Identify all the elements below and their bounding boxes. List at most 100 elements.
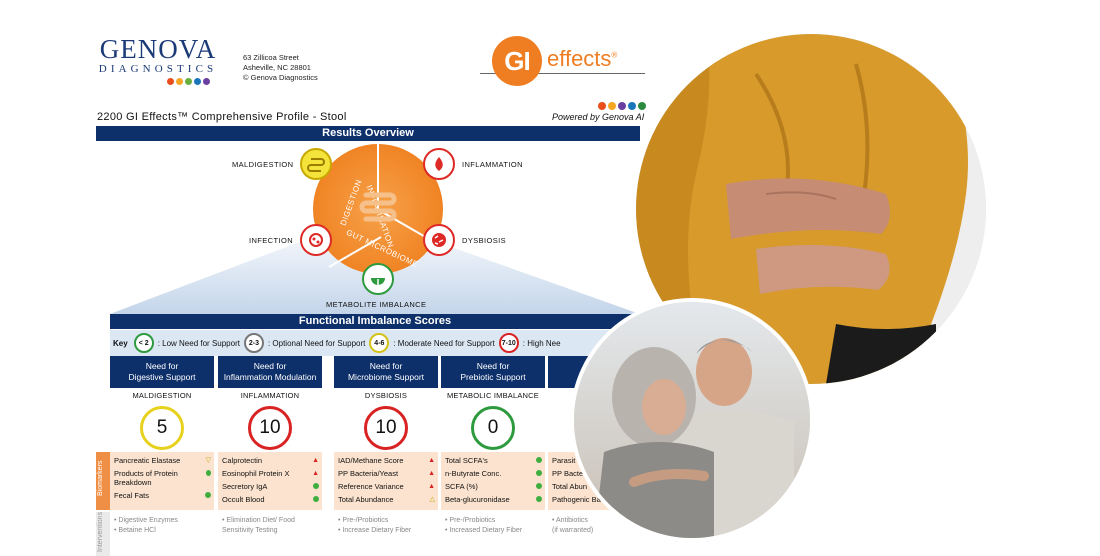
logo-sub-text: DIAGNOSTICS: [98, 63, 218, 75]
biomarker-name: Pancreatic Elastase: [114, 456, 181, 465]
key-ring-optional: 2-3: [243, 333, 264, 353]
powered-by: Powered by Genova AI: [552, 112, 645, 122]
interventions-side-tab: Interventions: [96, 512, 110, 556]
key-ring-high: 7-10: [498, 333, 519, 353]
flag-icon: ▲: [428, 457, 435, 464]
normal-dot-icon: [536, 496, 542, 502]
biomarker-name: Total Abun: [552, 482, 588, 491]
biomarker-name: PP Bacteria/Yeast: [338, 469, 399, 478]
inflammation-icon: [423, 148, 455, 180]
address-line: © Genova Diagnostics: [243, 73, 318, 82]
dysbiosis-icon: [423, 224, 455, 256]
column-header-line1: Need for: [145, 361, 179, 371]
photo-senior-couple: [574, 302, 810, 538]
normal-dot-icon: [205, 470, 211, 476]
flag-icon: ▲: [428, 470, 435, 477]
logo-rule: [480, 73, 645, 74]
wheel-divider: [377, 144, 379, 209]
intervention-item: • Elimination Diet/ Food: [222, 517, 295, 524]
intervention-item: • Antibiotics: [552, 517, 588, 524]
biomarker-name: Products of Protein Breakdown: [114, 469, 178, 487]
biomarker-row: Eosinophil Protein X▲: [222, 469, 319, 478]
color-dot: [175, 78, 183, 85]
address-line: Asheville, NC 28801: [243, 63, 311, 72]
normal-dot-icon: [313, 496, 319, 502]
profile-title: 2200 GI Effects™ Comprehensive Profile -…: [97, 111, 347, 123]
biomarker-name: PP Bacte: [552, 469, 584, 478]
score-key: Key < 2 : Low Need for Support 2-3 : Opt…: [110, 330, 640, 356]
color-dot: [608, 102, 616, 110]
column-header-line2: Digestive Support: [128, 372, 196, 382]
color-dot: [638, 102, 646, 110]
biomarker-row: n-Butyrate Conc.: [445, 469, 542, 478]
score-column: Need for Inflammation Modulation INFLAMM…: [218, 356, 322, 556]
gi-effects-logo: GI effects®: [480, 36, 650, 86]
key-text-optional: : Optional Need for Support: [267, 338, 366, 348]
column-header-line1: Need for: [369, 361, 403, 371]
results-overview-bar: Results Overview: [96, 126, 640, 141]
biomarker-name: Parasit: [552, 456, 576, 465]
address-line: 63 Zillicoa Street: [243, 53, 299, 62]
biomarker-row: Total SCFA's: [445, 456, 542, 465]
column-header: Need for Inflammation Modulation: [218, 356, 322, 388]
key-label: Key: [113, 338, 128, 348]
color-dot: [193, 78, 201, 85]
interventions-tab-label: Interventions: [97, 511, 104, 552]
biomarkers-tab-label: Biomarkers: [97, 460, 104, 496]
biomarker-row: SCFA (%): [445, 482, 542, 491]
column-header-line1: Need for: [253, 361, 287, 371]
column-header-line2: Inflammation Modulation: [223, 372, 317, 382]
biomarker-row: Calprotectin▲: [222, 456, 319, 465]
intervention-list: • Antibiotics (if warranted): [552, 516, 593, 536]
column-category: DYSBIOSIS: [364, 391, 408, 400]
biomarker-row: Total Abun: [552, 482, 637, 491]
flag-icon: ▲: [428, 483, 435, 490]
key-ring-moderate: 4-6: [369, 333, 390, 353]
label-maldigestion: MALDIGESTION: [232, 160, 294, 169]
gi-mark: GI: [492, 36, 542, 86]
intervention-list: • Digestive Enzymes • Betaine HCl: [114, 516, 178, 536]
column-header: Need for Prebiotic Support: [441, 356, 545, 388]
functional-scores-bar: Functional Imbalance Scores: [110, 314, 640, 329]
flag-icon: ▽: [205, 457, 211, 464]
flag-icon: ▲: [312, 457, 319, 464]
biomarker-name: Occult Blood: [222, 495, 265, 504]
label-inflammation: INFLAMMATION: [462, 160, 523, 169]
infection-icon: [300, 224, 332, 256]
intervention-item: • Digestive Enzymes: [114, 517, 178, 524]
color-dot: [202, 78, 210, 85]
label-infection: INFECTION: [249, 236, 294, 245]
intervention-item: • Betaine HCl: [114, 527, 156, 534]
color-dot: [618, 102, 626, 110]
intestine-icon: [359, 192, 397, 222]
key-text-high: : High Nee: [522, 338, 561, 348]
score-column: Need for Prebiotic Support METABOLIC IMB…: [441, 356, 545, 556]
intervention-item: (if warranted): [552, 527, 594, 534]
flag-icon: △: [429, 496, 435, 503]
column-header: Need for Digestive Support: [110, 356, 214, 388]
biomarker-row: Pancreatic Elastase ▽: [114, 456, 211, 465]
biomarker-name: Fecal Fats: [114, 491, 150, 500]
biomarker-row: Total Abundance△: [338, 495, 435, 504]
normal-dot-icon: [205, 492, 211, 498]
color-dot: [166, 78, 174, 85]
column-category: MALDIGESTION: [132, 391, 192, 400]
biomarker-row: Products of Protein Breakdown: [114, 469, 211, 487]
gi-word: effects®: [547, 46, 617, 72]
biomarker-name: Secretory IgA: [222, 482, 268, 491]
metabolite-icon: [362, 263, 394, 295]
biomarker-box: Calprotectin▲ Eosinophil Protein X▲ Secr…: [218, 452, 322, 510]
label-metabolite-imbalance: METABOLITE IMBALANCE: [326, 300, 427, 309]
genova-logo: GENOVA DIAGNOSTICS: [96, 36, 220, 85]
biomarker-row: Secretory IgA: [222, 482, 319, 491]
gi-reg-mark: ®: [611, 50, 618, 60]
flag-icon: ▲: [312, 470, 319, 477]
couple-image: [574, 302, 810, 538]
biomarker-name: n-Butyrate Conc.: [445, 469, 502, 478]
biomarker-name: Beta-glucuronidase: [445, 495, 510, 504]
biomarker-row: Reference Variance▲: [338, 482, 435, 491]
biomarker-row: IAD/Methane Score▲: [338, 456, 435, 465]
intervention-list: • Pre-/Probiotics• Increased Dietary Fib…: [445, 516, 522, 536]
biomarker-row: Pathogenic Ba: [552, 495, 637, 504]
